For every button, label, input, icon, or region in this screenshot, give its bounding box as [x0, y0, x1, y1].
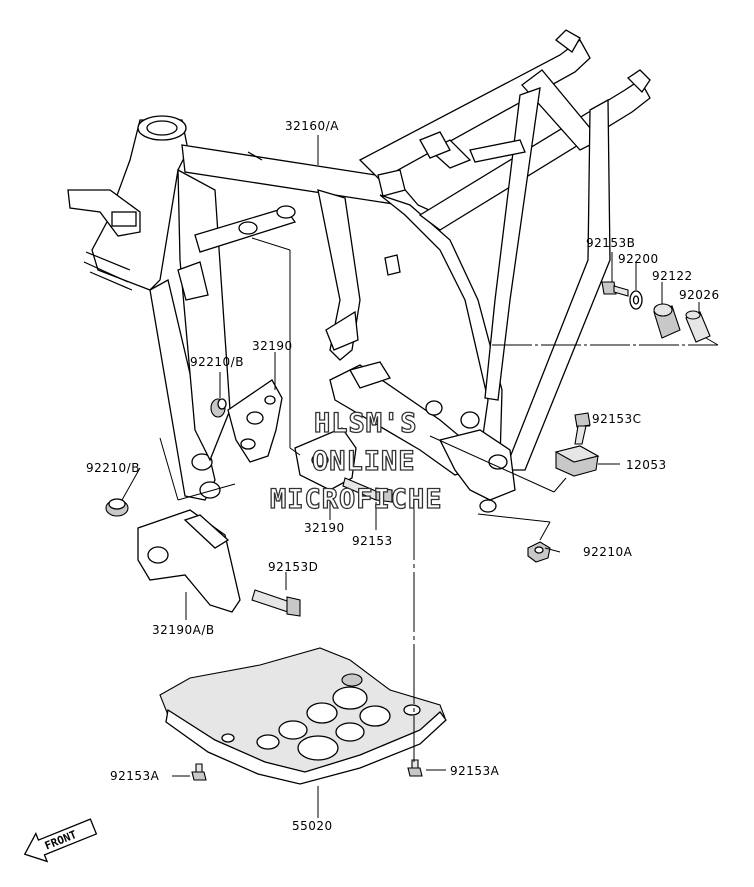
- part-labels: 32160/A 92153B 92200 92122 92026 92210/B…: [86, 119, 720, 833]
- bolt-92153a-right: [407, 759, 423, 777]
- sleeve-92026: [685, 310, 711, 343]
- label-92122: 92122: [652, 269, 693, 283]
- label-92200: 92200: [618, 252, 659, 266]
- engine-mount-bracket-mid: [294, 427, 357, 491]
- label-92153b: 92153B: [586, 236, 635, 250]
- washer-92200: [629, 290, 643, 310]
- label-92210b-left: 92210/B: [86, 461, 140, 475]
- bolt-92153: [342, 477, 393, 503]
- front-lower-bracket: [137, 509, 241, 613]
- nut-92210a: [527, 541, 551, 563]
- label-32190-mid: 32190: [304, 521, 345, 535]
- front-arrow: FRONT: [23, 818, 98, 863]
- bolt-92153d: [251, 589, 301, 617]
- label-55020: 55020: [292, 819, 333, 833]
- label-32190ab: 32190A/B: [152, 623, 215, 637]
- label-32190-top: 32190: [252, 339, 293, 353]
- watermark-line-3: MICROFICHE: [270, 484, 443, 515]
- label-92153a-right: 92153A: [450, 764, 500, 778]
- bolt-92153a-left: [191, 763, 207, 781]
- collar-92210b-upper: [210, 398, 227, 418]
- main-frame: [67, 29, 651, 513]
- leader-lines: [121, 135, 719, 818]
- watermark-line-2: ONLINE: [312, 446, 416, 477]
- spacer-92122: [653, 303, 681, 339]
- label-92153a-left: 92153A: [110, 769, 160, 783]
- collar-92210b-left: [105, 498, 129, 517]
- label-92153d: 92153D: [268, 560, 318, 574]
- engine-mount-bracket-upper: [227, 379, 283, 463]
- block-12053: [554, 445, 600, 477]
- label-12053: 12053: [626, 458, 667, 472]
- label-92210b-top: 92210/B: [190, 355, 244, 369]
- bolt-92153b: [601, 281, 629, 297]
- bolt-92153c: [574, 412, 591, 445]
- label-92210a: 92210A: [583, 545, 633, 559]
- label-92153c: 92153C: [592, 412, 642, 426]
- watermark-line-1: HLSM'S: [314, 408, 418, 439]
- label-92026: 92026: [679, 288, 720, 302]
- label-32160a: 32160/A: [285, 119, 339, 133]
- skid-plate-55020: [159, 647, 447, 785]
- watermark: HLSM'S ONLINE MICROFICHE: [269, 407, 443, 515]
- label-92153: 92153: [352, 534, 393, 548]
